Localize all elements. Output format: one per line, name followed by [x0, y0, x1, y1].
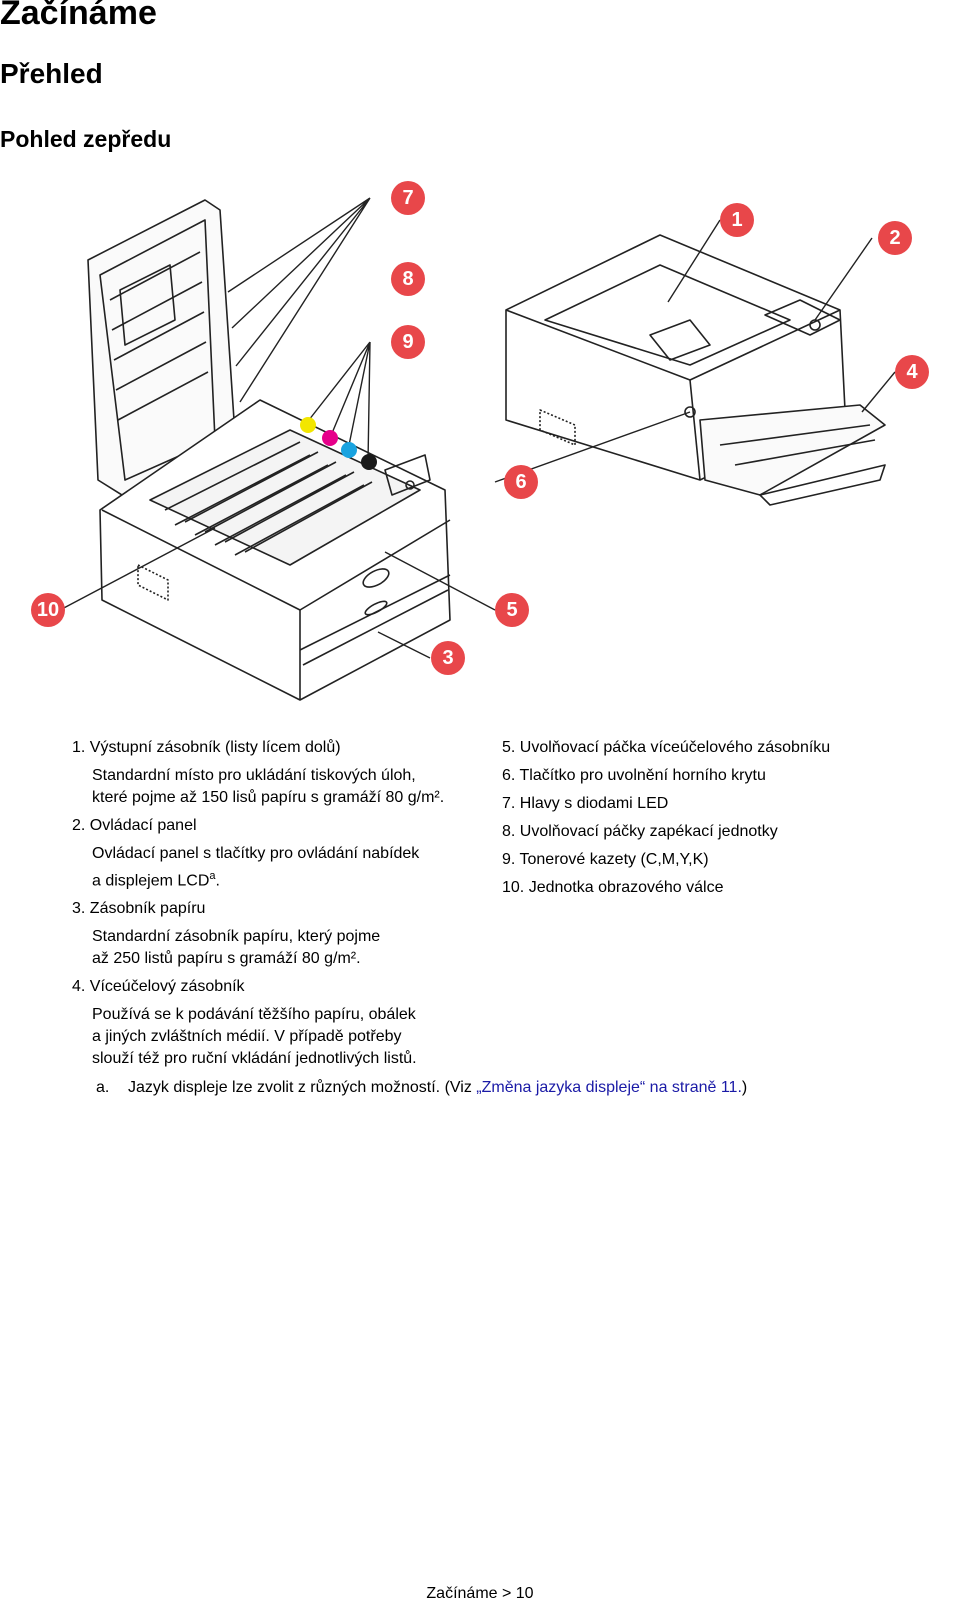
closed-printer-drawing [505, 234, 886, 506]
legend-item-7: 7. Hlavy s diodami LED [502, 795, 669, 812]
callout-5: 5 [495, 593, 529, 627]
footnote-link[interactable]: „Změna jazyka displeje“ na straně 11. [476, 1079, 742, 1096]
legend-item-8: 8. Uvolňovací páčky zapékací jednotky [502, 823, 778, 840]
callout-7: 7 [391, 181, 425, 215]
left-legend-column: 1. Výstupní zásobník (listy lícem dolů) … [72, 737, 472, 1076]
callout-9: 9 [391, 325, 425, 359]
black-toner-dot [361, 454, 377, 470]
section-title: Přehled [0, 58, 103, 89]
legend-item-9: 9. Tonerové kazety (C,M,Y,K) [502, 851, 709, 868]
legend-item-1: 1. Výstupní zásobník (listy lícem dolů) [72, 739, 341, 756]
callout-3: 3 [431, 641, 465, 675]
page-title: Začínáme [0, 0, 157, 32]
svg-text:8: 8 [402, 268, 413, 290]
callout-10: 10 [31, 593, 65, 627]
footnote-text: Jazyk displeje lze zvolit z různých možn… [128, 1079, 477, 1096]
cyan-toner-dot [341, 442, 357, 458]
legend-item-10: 10. Jednotka obrazového válce [502, 879, 724, 896]
legend-desc-4: Používá se k podávání těžšího papíru, ob… [92, 1006, 417, 1068]
svg-text:3: 3 [442, 647, 453, 669]
open-printer-drawing [87, 199, 451, 701]
legend-desc-1: Standardní místo pro ukládání tiskových … [92, 767, 445, 806]
svg-text:4: 4 [906, 361, 918, 383]
callout-4: 4 [895, 355, 929, 389]
page-footer: Začínáme > 10 [426, 1585, 534, 1602]
svg-text:5: 5 [506, 599, 517, 621]
svg-text:6: 6 [515, 471, 526, 493]
legend-desc-2: Ovládací panel s tlačítky pro ovládání n… [92, 845, 420, 890]
right-legend-column: 5. Uvolňovací páčka víceúčelového zásobn… [502, 737, 942, 905]
subsection-title: Pohled zepředu [0, 126, 172, 152]
callout-6: 6 [504, 465, 538, 499]
legend-item-2: 2. Ovládací panel [72, 817, 197, 834]
footnote-text-end: ) [741, 1079, 748, 1096]
legend-item-5: 5. Uvolňovací páčka víceúčelového zásobn… [502, 739, 831, 756]
legend-item-3: 3. Zásobník papíru [72, 900, 206, 918]
magenta-toner-dot [322, 430, 338, 446]
svg-text:10: 10 [37, 599, 59, 621]
footnote-mark: a. [96, 1079, 110, 1096]
callout-1: 1 [720, 203, 754, 237]
footnote: a. Jazyk displeje lze zvolit z různých mo… [96, 1077, 747, 1099]
svg-text:7: 7 [402, 187, 413, 209]
svg-text:1: 1 [731, 209, 742, 231]
printer-front-view-illustration: 7 8 9 1 2 4 6 10 5 3 [31, 181, 929, 701]
svg-text:9: 9 [402, 331, 413, 353]
callout-8: 8 [391, 262, 425, 296]
callout-2: 2 [878, 221, 912, 255]
legend-item-4: 4. Víceúčelový zásobník [72, 978, 245, 996]
svg-text:2: 2 [889, 227, 900, 249]
yellow-toner-dot [300, 417, 316, 433]
legend-item-6: 6. Tlačítko pro uvolnění horního krytu [502, 767, 766, 784]
